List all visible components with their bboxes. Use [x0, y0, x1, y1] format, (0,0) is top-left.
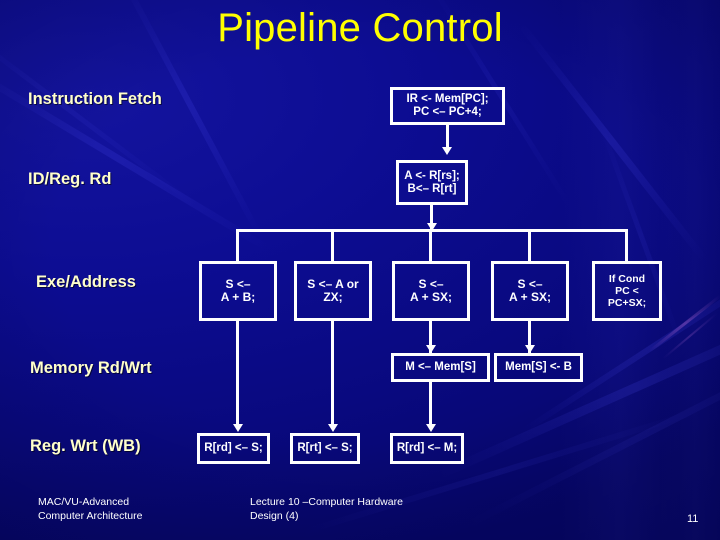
- node-mem-read: M <– Mem[S]: [391, 353, 490, 382]
- node-exe-store-addr: S <– A + SX;: [491, 261, 569, 321]
- stage-label-memory-rd-wrt: Memory Rd/Wrt: [30, 359, 152, 377]
- node-line-1: M <– Mem[S]: [405, 361, 476, 374]
- connector-exe4-to-mem2: [528, 321, 531, 353]
- arrowhead-mem1-to-wb3: [426, 424, 436, 432]
- node-wb-rd-s: R[rd] <– S;: [197, 433, 270, 464]
- stage-label-reg-wrt-wb: Reg. Wrt (WB): [30, 437, 141, 455]
- arrowhead-exe1-to-wb1: [233, 424, 243, 432]
- node-line-1: S <–: [517, 276, 543, 291]
- node-line-1: S <–: [418, 276, 444, 291]
- node-id-reg-rd: A <- R[rs]; B<– R[rt]: [396, 160, 468, 205]
- arrowhead-exe4-to-mem2: [525, 345, 535, 353]
- page-number: 11: [687, 513, 699, 525]
- arrowhead-exe2-to-wb2: [328, 424, 338, 432]
- stage-label-exe-address: Exe/Address: [36, 273, 136, 291]
- node-line-1: IR <- Mem[PC];: [406, 93, 489, 106]
- connector-exe1-to-wb1: [236, 321, 239, 429]
- node-line-1: S <– A or: [307, 276, 359, 291]
- node-wb-rd-m: R[rd] <– M;: [390, 433, 464, 464]
- connector-exe3-to-mem1: [429, 321, 432, 353]
- node-line-1: Mem[S] <- B: [505, 361, 572, 374]
- footer-left: MAC/VU-Advanced Computer Architecture: [38, 496, 143, 523]
- node-line-3: PC+SX;: [607, 297, 647, 310]
- connector-exe2-to-wb2: [331, 321, 334, 429]
- node-wb-rt-s: R[rt] <– S;: [290, 433, 360, 464]
- node-instruction-fetch: IR <- Mem[PC]; PC <– PC+4;: [390, 87, 505, 125]
- node-line-1: If Cond: [608, 272, 646, 285]
- node-exe-load-addr: S <– A + SX;: [392, 261, 470, 321]
- connector-bus-to-exe-5: [625, 229, 628, 261]
- connector-bus-to-exe-4: [528, 229, 531, 261]
- node-line-1: R[rt] <– S;: [297, 442, 353, 455]
- arrowhead-if-to-id: [442, 147, 452, 155]
- node-line-2: PC <: [615, 284, 639, 297]
- node-exe-branch: If Cond PC < PC+SX;: [592, 261, 662, 321]
- connector-id-to-bus: [430, 205, 433, 231]
- node-line-1: A <- R[rs];: [404, 169, 460, 182]
- node-line-2: A + SX;: [410, 290, 452, 304]
- connector-if-to-id: [446, 125, 449, 150]
- node-mem-write: Mem[S] <- B: [494, 353, 583, 382]
- connector-mem1-to-wb3: [429, 382, 432, 429]
- node-line-2: ZX;: [323, 290, 343, 304]
- connector-bus-to-exe-1: [236, 229, 239, 261]
- bus-exe-distribution: [236, 229, 628, 232]
- footer-center: Lecture 10 –Computer Hardware Design (4): [250, 496, 403, 523]
- page-title: Pipeline Control: [217, 6, 503, 50]
- node-exe-logic: S <– A or ZX;: [294, 261, 372, 321]
- node-line-2: A + B;: [220, 290, 256, 304]
- connector-bus-to-exe-3: [429, 229, 432, 261]
- node-exe-add: S <– A + B;: [199, 261, 277, 321]
- node-line-2: PC <– PC+4;: [413, 106, 482, 118]
- node-line-1: R[rd] <– M;: [396, 442, 458, 455]
- connector-bus-to-exe-2: [331, 229, 334, 261]
- stage-label-instruction-fetch: Instruction Fetch: [28, 90, 162, 108]
- node-line-2: B<– R[rt]: [407, 182, 457, 195]
- node-line-1: R[rd] <– S;: [204, 442, 263, 455]
- arrowhead-id-to-bus: [427, 223, 437, 231]
- node-line-1: S <–: [225, 276, 251, 291]
- stage-label-id-reg-rd: ID/Reg. Rd: [28, 170, 112, 188]
- arrowhead-exe3-to-mem1: [426, 345, 436, 353]
- node-line-2: A + SX;: [509, 290, 551, 304]
